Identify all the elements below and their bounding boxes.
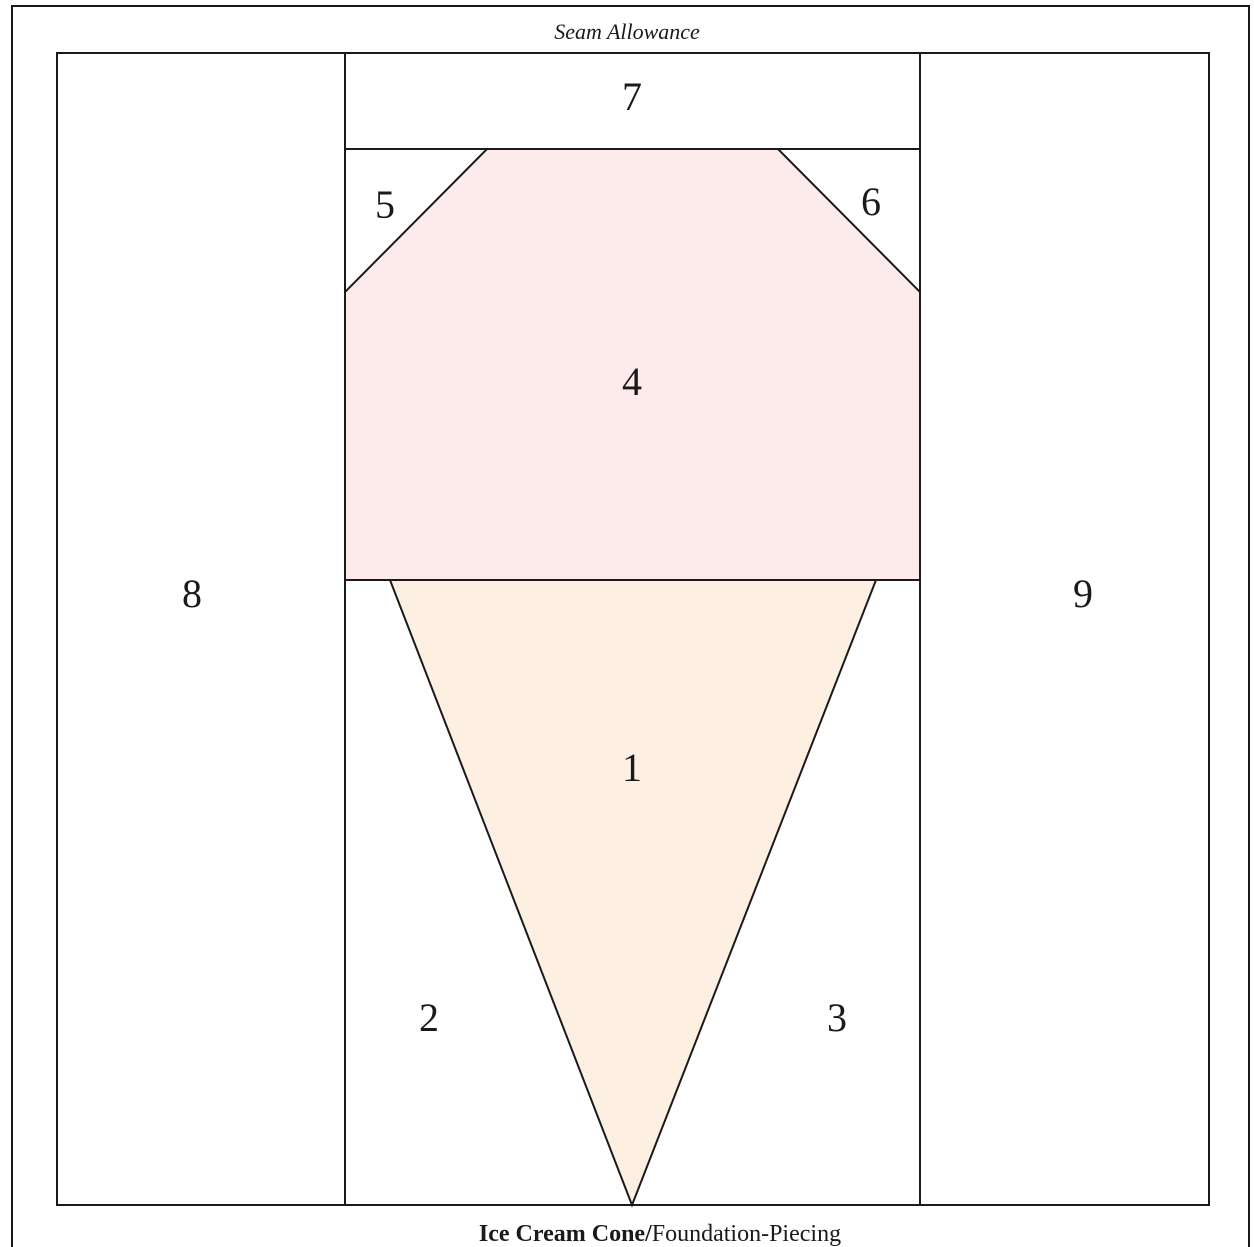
piece-label-8: 8	[182, 571, 202, 616]
cone-piece-1	[388, 579, 878, 1208]
piece-label-5: 5	[375, 182, 395, 227]
pattern-title: Ice Cream Cone/Foundation-Piecing	[479, 1221, 841, 1247]
seam-allowance-border	[11, 5, 1250, 1247]
piece-label-6: 6	[861, 179, 881, 224]
piece-label-3: 3	[827, 995, 847, 1040]
piece-label-1: 1	[622, 745, 642, 790]
seam-allowance-label: Seam Allowance	[554, 19, 700, 44]
pattern-title-rest: Foundation-Piecing	[652, 1221, 841, 1247]
piece-label-2: 2	[419, 995, 439, 1040]
piece-label-7: 7	[622, 74, 642, 119]
block-outline	[56, 52, 1210, 1206]
piece-label-9: 9	[1073, 571, 1093, 616]
piece-label-4: 4	[622, 359, 642, 404]
pattern-title-bold: Ice Cream Cone/	[479, 1221, 652, 1247]
